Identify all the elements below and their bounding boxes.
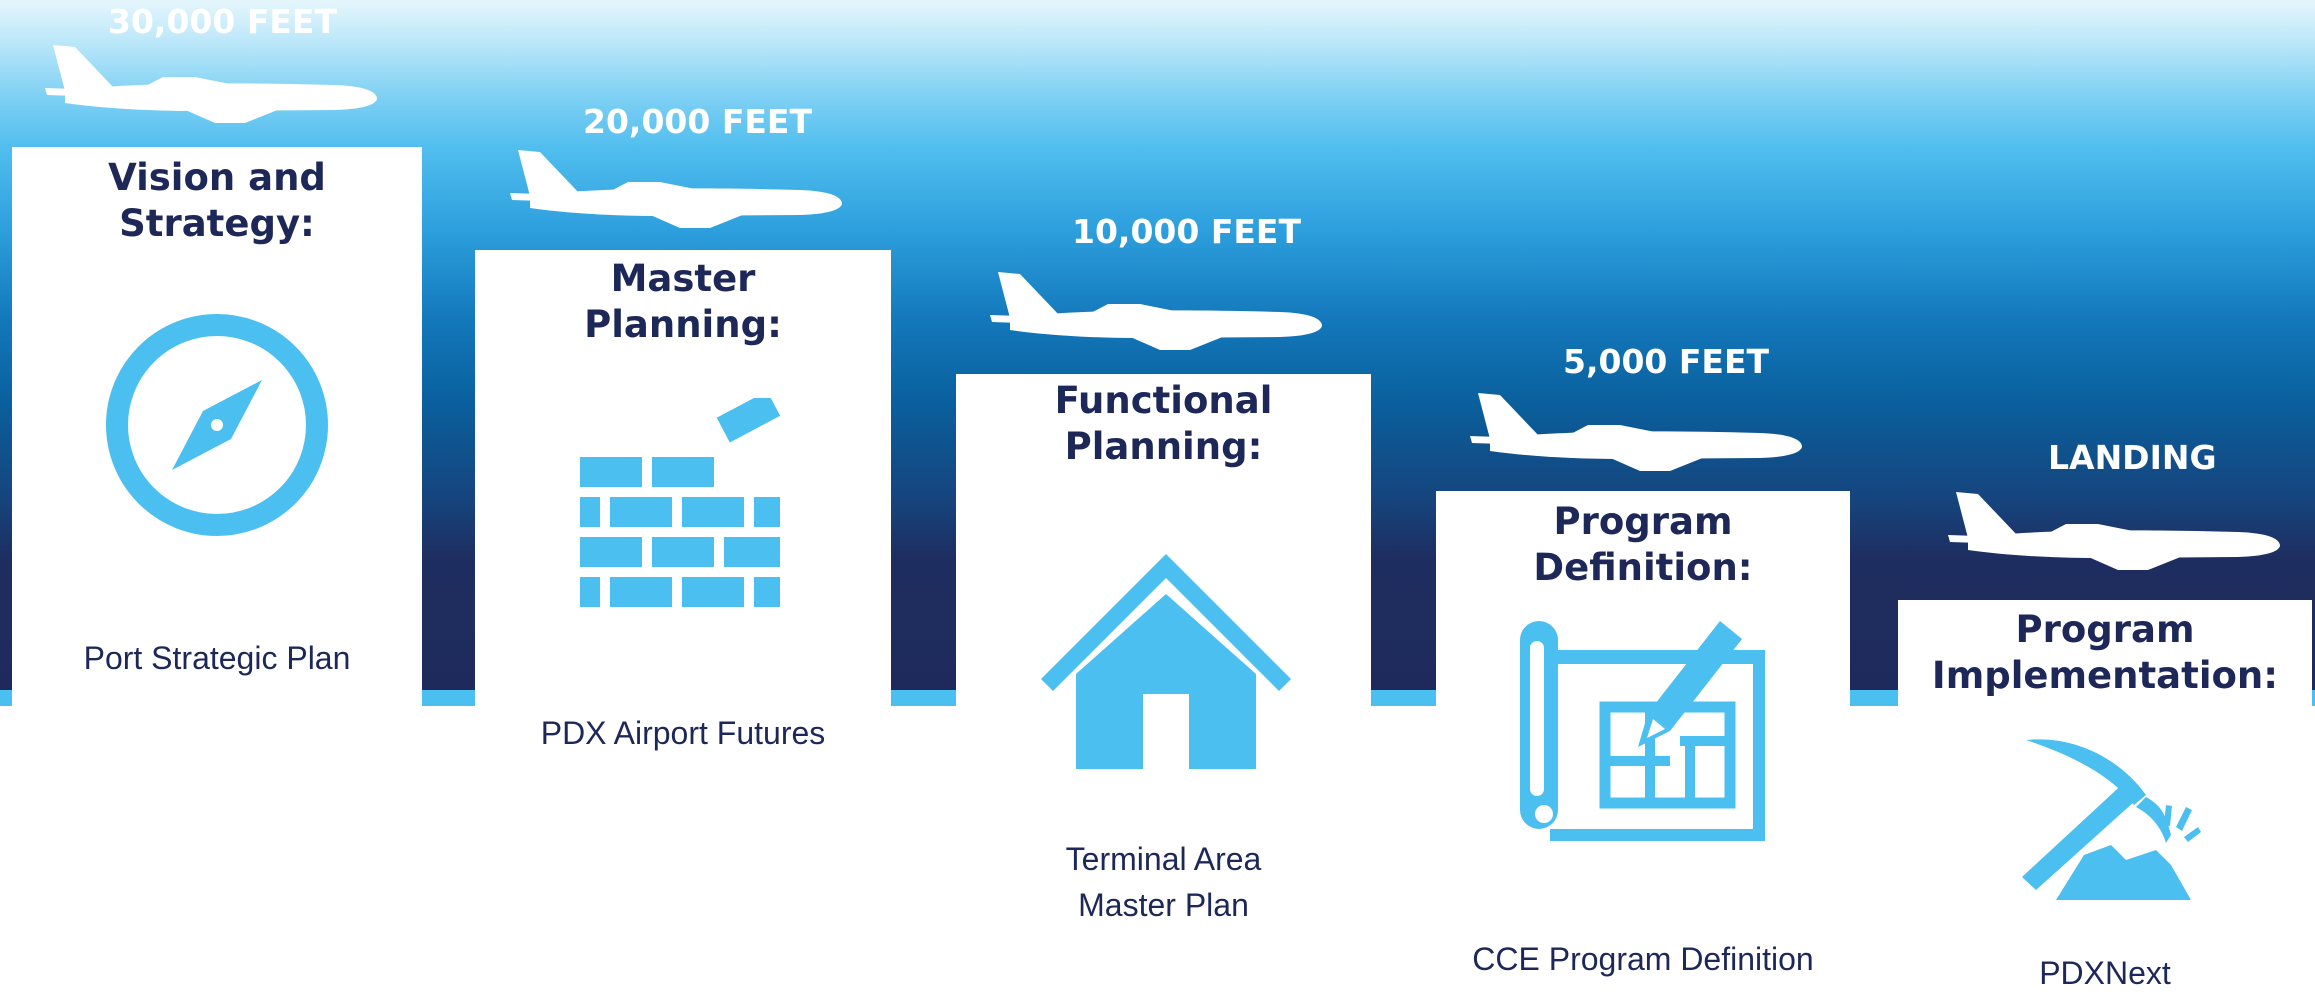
airplane-icon	[45, 45, 377, 123]
altitude-label-2: 20,000 FEET	[583, 102, 812, 141]
stage-card-vision-strategy: Vision and Strategy: Port Strategic Plan	[12, 147, 422, 707]
airplane-icon	[1470, 393, 1802, 471]
bricks-icon	[580, 398, 781, 607]
altitude-label-3: 10,000 FEET	[1072, 212, 1301, 251]
stage-card-master-planning: Master Planning: PDX Airport Futures	[475, 250, 891, 751]
pickaxe-icon	[2022, 739, 2201, 900]
altitude-label-4: 5,000 FEET	[1563, 342, 1770, 381]
altitude-label-1: 30,000 FEET	[108, 2, 337, 41]
stage-title: Program Implementation:	[1931, 608, 2279, 697]
stage-title: Functional Planning:	[1054, 379, 1273, 468]
house-icon	[1041, 554, 1291, 769]
airplane-icon	[1948, 492, 2280, 570]
stage-card-program-implementation: Program Implementation: PDXNext	[1898, 600, 2312, 991]
airplane-icon	[510, 150, 842, 228]
compass-icon	[106, 314, 328, 536]
stage-card-program-definition: Program Definition: CCE Program Definiti…	[1436, 491, 1850, 977]
stage-caption: Port Strategic Plan	[83, 640, 351, 676]
stage-caption: CCE Program Definition	[1472, 941, 1814, 977]
stage-title: Vision and Strategy:	[108, 156, 326, 245]
stage-caption: Terminal Area Master Plan	[1065, 841, 1262, 923]
stage-title: Program Definition:	[1533, 500, 1753, 589]
stage-title: Master Planning:	[584, 257, 782, 346]
airplane-icon	[990, 272, 1322, 350]
stage-caption: PDX Airport Futures	[540, 715, 826, 751]
altitude-label-5: LANDING	[2048, 438, 2217, 477]
blueprint-pencil-icon	[1520, 621, 1765, 841]
stage-card-functional-planning: Functional Planning: Terminal Area Maste…	[956, 374, 1371, 923]
stage-caption: PDXNext	[2039, 955, 2171, 991]
